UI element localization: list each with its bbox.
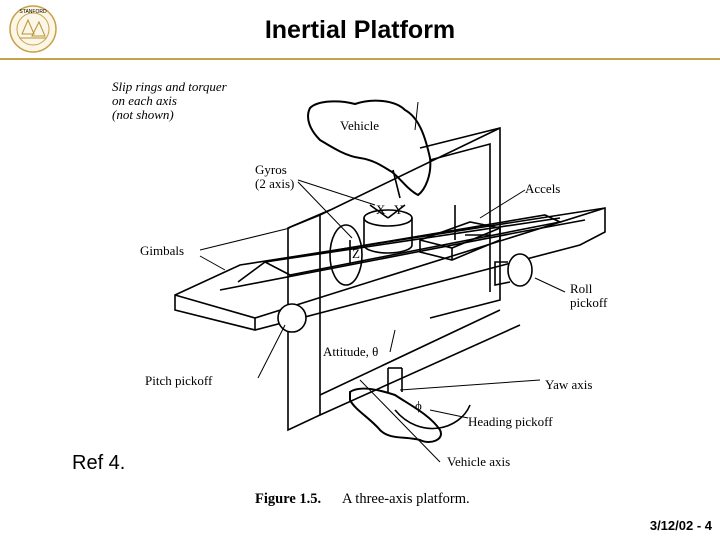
vehicle-top-shape: [307, 99, 432, 197]
caption-text: A three-axis platform.: [342, 491, 470, 507]
vehicle-label: Vehicle: [340, 118, 379, 133]
roll-pickoff-label-line1: Roll: [570, 281, 593, 296]
accels-label: Accels: [525, 181, 560, 196]
y-axis-label: Y: [394, 202, 404, 217]
slide-title: Inertial Platform: [264, 16, 456, 44]
reference-label: Ref 4.: [72, 452, 126, 474]
phi-symbol: ϕ: [415, 398, 422, 413]
note-line-2: on each axis: [112, 93, 177, 108]
x-axis-label: X: [376, 202, 386, 217]
title-divider: [0, 58, 720, 60]
gimbals-label: Gimbals: [140, 243, 184, 258]
gyros-label-line2: (2 axis): [255, 176, 294, 191]
vehicle-bottom-shape: [349, 387, 442, 443]
pitch-gimbal-oval: [329, 224, 363, 286]
note-line-1: Slip rings and torquer: [112, 79, 228, 94]
roll-pickoff-label-line2: pickoff: [570, 295, 608, 310]
slide-footer-date-page: 3/12/02 - 4: [649, 518, 712, 533]
note-line-3: (not shown): [112, 107, 174, 122]
university-seal-logo: STANFORD: [9, 5, 57, 53]
three-axis-platform-diagram: Slip rings and torquer on each axis (not…: [112, 79, 608, 507]
accelerometer-block: [419, 221, 501, 261]
z-axis-label: Z: [352, 246, 360, 261]
pitch-pickoff-cylinder: [277, 303, 307, 333]
vehicle-axis-label: Vehicle axis: [447, 454, 510, 469]
roll-pickoff-cylinder: [507, 253, 533, 287]
heading-pickoff-label: Heading pickoff: [468, 414, 553, 429]
gyros-label-line1: Gyros: [255, 162, 287, 177]
outer-gimbal-frame: [419, 126, 501, 319]
yaw-axis-label: Yaw axis: [545, 377, 592, 392]
attitude-label: Attitude, θ: [323, 344, 378, 359]
pitch-pickoff-label: Pitch pickoff: [145, 373, 213, 388]
inner-platform: [262, 214, 563, 276]
svg-text:STANFORD: STANFORD: [19, 9, 47, 15]
caption-number: Figure 1.5.: [255, 491, 321, 507]
